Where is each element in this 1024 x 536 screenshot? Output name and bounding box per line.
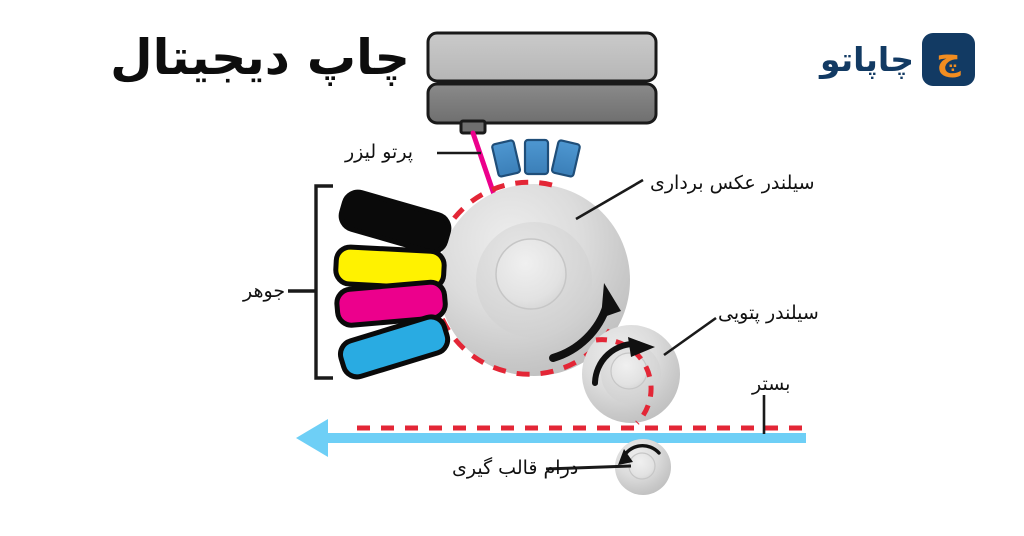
brand-logo[interactable]: چاپاتو چ (820, 33, 976, 86)
label-laser-beam: پرتو لیزر (345, 141, 414, 163)
ink-units (333, 189, 452, 380)
blanket-cylinder-label-leader (663, 316, 717, 357)
label-imaging-cylinder: سیلندر عکس برداری (650, 172, 815, 194)
imaging-cylinder (430, 179, 630, 377)
forming-drum-hub (628, 452, 656, 480)
ink-bracket (288, 184, 333, 380)
label-blanket-cylinder: سیلندر پتویی (718, 302, 819, 324)
ink-bracket-shape (314, 184, 333, 380)
label-ink: جوهر (243, 280, 286, 302)
substrate-path (296, 419, 806, 457)
corona-unit-left (491, 139, 522, 178)
forming-drum (615, 439, 671, 495)
logo-wordmark: چاپاتو (820, 40, 915, 79)
page-title: چاپ دیجیتال (110, 29, 411, 86)
forming-drum-rotation-arrowhead (618, 449, 633, 465)
substrate-arrow-head (296, 419, 328, 457)
printhead-lower-body (426, 82, 658, 125)
printhead-upper-body (426, 31, 658, 83)
imaging-cylinder-label-leader (575, 178, 644, 221)
imaging-cylinder-hub (495, 238, 567, 310)
blanket-cylinder-rotation-arrowhead (628, 337, 655, 357)
imaging-cylinder-rotation-arrowhead (601, 283, 621, 318)
ink-unit-magenta (334, 279, 448, 328)
corona-unit-center (523, 138, 550, 176)
logo-mark: چ (922, 33, 976, 86)
forming-drum-label-leader (545, 464, 632, 471)
printhead-assembly (426, 31, 658, 135)
label-substrate: بستر (752, 373, 791, 395)
blanket-cylinder (582, 325, 680, 425)
ink-unit-black (338, 189, 452, 255)
label-forming-drum: درام قالب گیری (452, 457, 579, 479)
blanket-cylinder-transfer-arc (595, 337, 654, 425)
corona-unit-right (550, 139, 581, 178)
ink-unit-cyan (337, 314, 451, 380)
corona-charge-units (491, 138, 581, 178)
logo-glyph-icon: چ (936, 37, 961, 78)
